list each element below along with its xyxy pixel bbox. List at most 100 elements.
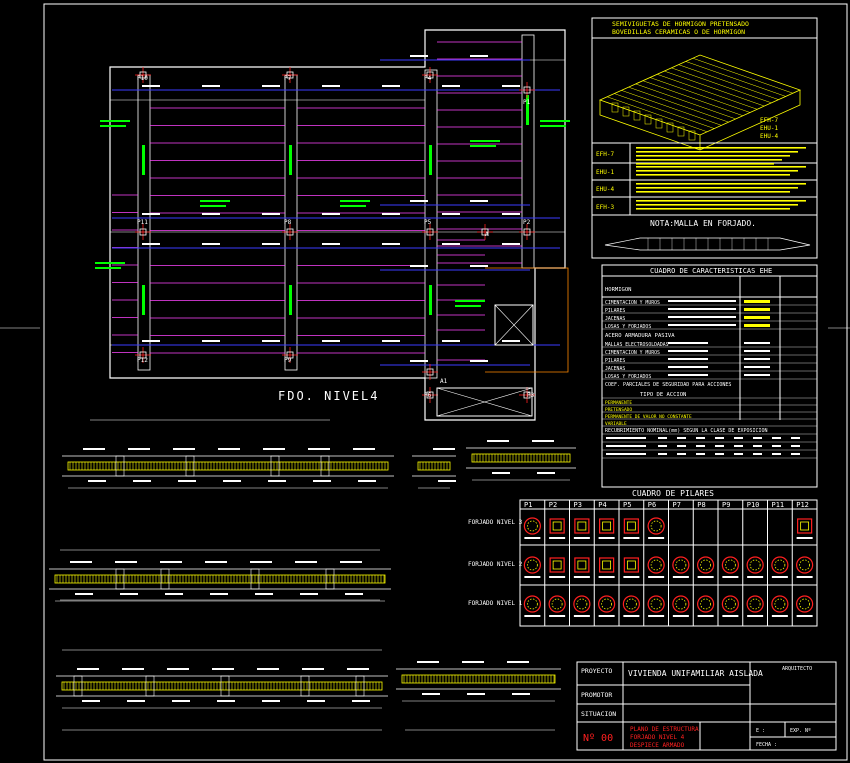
- pillar-caption: [573, 537, 590, 539]
- beam-label-green: [142, 145, 145, 175]
- support: [300, 675, 310, 697]
- slab-label-green: [455, 300, 485, 302]
- pillar-label: P5: [424, 219, 432, 226]
- cover-value: [791, 437, 800, 439]
- pillar-section-square: [623, 518, 639, 534]
- pillar-section-circle: [548, 595, 566, 613]
- support: [220, 675, 230, 697]
- rebar-annotation: [262, 243, 280, 245]
- pillar-section-circle: [647, 595, 665, 613]
- pillars-header: P12: [796, 501, 809, 509]
- pillars-header: P1: [524, 501, 532, 509]
- char-row-value: [668, 316, 736, 318]
- slab-hatch-line: [678, 64, 779, 100]
- pillar-rebar: [526, 559, 538, 571]
- beam-label-green: [526, 95, 529, 125]
- pillar-rebar: [577, 521, 587, 531]
- char-row-value: [744, 300, 770, 303]
- pillar-rebar: [724, 559, 736, 571]
- pillar-caption: [573, 615, 590, 617]
- slab-block: [666, 122, 674, 133]
- cover-value: [791, 453, 800, 455]
- pillar-caption: [573, 576, 590, 578]
- rebar-annotation: [202, 213, 220, 215]
- support: [145, 675, 155, 697]
- rebar-annotation: [167, 668, 189, 670]
- support: [73, 675, 83, 697]
- pillar-rebar: [551, 598, 563, 610]
- cover-label: [606, 453, 646, 455]
- slab-row-code-2: EHU-1: [596, 169, 614, 176]
- pillar-section-circle: [598, 595, 616, 613]
- pillar-mark: [426, 391, 434, 399]
- rebar-annotation: [133, 480, 151, 482]
- rebar-annotation: [313, 480, 331, 482]
- rebar-annotation: [352, 700, 370, 702]
- rebar-annotation: [470, 55, 488, 57]
- pillar-caption: [524, 615, 541, 617]
- cover-value: [696, 445, 705, 447]
- char-row-label: JACENAS: [605, 366, 625, 372]
- cover-label: [606, 445, 646, 447]
- rebar-annotation: [462, 661, 484, 663]
- pillar-rebar: [601, 598, 613, 610]
- plano-line-1: PLANO DE ESTRUCTURA: [630, 726, 699, 733]
- char-row-label: VARIABLE: [605, 421, 627, 427]
- pillar-mark: [426, 71, 434, 79]
- char-row-value: [668, 350, 708, 352]
- char-row-value: [744, 308, 770, 311]
- pillar-caption: [648, 615, 665, 617]
- cover-label: [606, 437, 646, 439]
- pillar-label: P8: [284, 219, 292, 226]
- rebar-annotation: [202, 85, 220, 87]
- beam-label-green: [289, 145, 292, 175]
- cover-value: [677, 453, 686, 455]
- characteristics-table: CUADRO DE CARACTERISTICAS EHE HORMIGON C…: [601, 264, 818, 488]
- slab-title-line2: BOVEDILLAS CERAMICAS O DE HORMIGON: [612, 28, 745, 36]
- pillar-section-circle: [523, 517, 541, 535]
- pillar-mark: [481, 228, 489, 236]
- rebar-annotation: [172, 700, 190, 702]
- slab-row-descriptions: [636, 147, 806, 210]
- support: [320, 455, 330, 477]
- sheet-frame: [43, 3, 848, 761]
- plano-line-2: FORJADO NIVEL 4: [630, 734, 685, 741]
- pillar-section-circle: [721, 595, 739, 613]
- pillar-section-square: [599, 557, 615, 573]
- pillar-rebar: [576, 598, 588, 610]
- slab-hatch-line: [692, 57, 793, 94]
- pillar-section-square: [574, 518, 590, 534]
- pillar-section-square: [599, 518, 615, 534]
- support: [325, 568, 335, 590]
- slab-label-green: [100, 120, 130, 122]
- slab-note-title: NOTA:MALLA EN FORJADO.: [650, 219, 756, 228]
- pillar-mark: [139, 351, 147, 359]
- pillar-caption: [747, 615, 764, 617]
- slab-hatch-line: [642, 80, 743, 116]
- cover-value: [734, 453, 743, 455]
- rebar-annotation: [223, 480, 241, 482]
- pillar-caption: [722, 576, 739, 578]
- orange-outline: [485, 267, 569, 373]
- support: [160, 568, 170, 590]
- slab-block: [611, 102, 619, 113]
- slab-hatch-line: [599, 99, 701, 136]
- pillar-label: P1: [523, 99, 531, 106]
- rebar-annotation: [263, 448, 285, 450]
- support: [115, 568, 125, 590]
- pillar-caption: [697, 615, 714, 617]
- rebar-annotation: [212, 668, 234, 670]
- rebar-annotation: [120, 593, 138, 595]
- rebar-annotation: [173, 448, 195, 450]
- slab-title-line1: SEMIVIGUETAS DE HORMIGON PRETENSADO: [612, 20, 749, 28]
- rebar-annotation: [217, 700, 235, 702]
- pillar-rebar: [552, 521, 562, 531]
- rebar-annotation: [75, 593, 93, 595]
- slab-text-line: [636, 155, 790, 157]
- cover-value: [658, 453, 667, 455]
- pillar-caption: [623, 576, 640, 578]
- pillar-section-circle: [796, 556, 814, 574]
- pillar-rebar: [577, 560, 587, 570]
- pillar-caption: [648, 576, 665, 578]
